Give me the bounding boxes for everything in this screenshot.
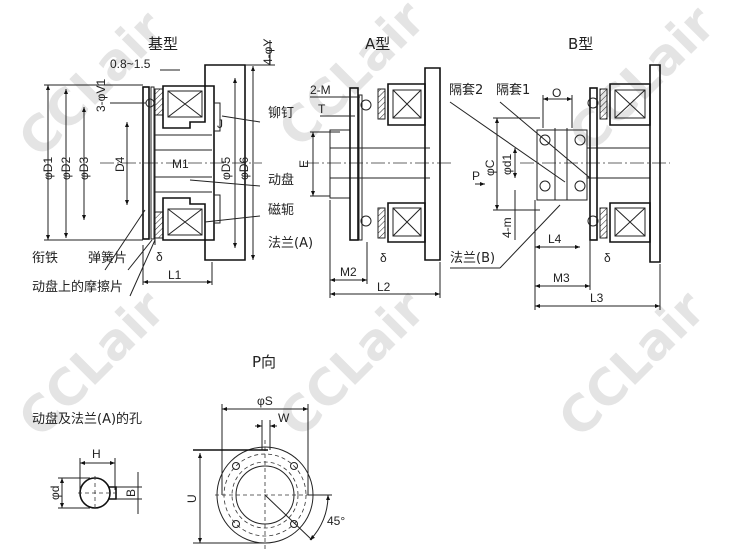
- l3-label: L3: [590, 291, 604, 305]
- l1-label: L1: [168, 268, 182, 282]
- friction-plate-label: 动盘上的摩擦片: [32, 279, 123, 295]
- armature-label: 衔铁: [32, 251, 58, 266]
- d1-label: φD1: [41, 157, 55, 180]
- watermark: CCLair: [267, 0, 436, 158]
- watermark: CCLair: [557, 0, 726, 163]
- basic-type-title: 基型: [148, 35, 178, 53]
- type-b-view: [449, 64, 670, 310]
- bolt-y-label: 4-φY: [261, 39, 275, 65]
- p-view-title: P向: [252, 353, 276, 371]
- watermark: CCLair: [267, 279, 436, 448]
- type-b-title: B型: [568, 35, 593, 53]
- spacer2-label: 隔套2: [449, 82, 483, 98]
- four-m-label: 4-m: [500, 217, 514, 238]
- rivet-label: 铆钉: [268, 106, 294, 121]
- d6-label: φD6: [237, 157, 251, 180]
- p-view: [193, 404, 332, 550]
- spring-plate-label: 弹簧片: [88, 250, 127, 266]
- s-label: φS: [257, 394, 273, 408]
- angle-label: 45°: [327, 514, 345, 528]
- o-label: O: [552, 86, 561, 100]
- d4-label: D4: [113, 156, 127, 172]
- watermark: CCLair: [547, 279, 716, 448]
- u-label: U: [185, 494, 199, 503]
- type-a-title: A型: [365, 35, 390, 53]
- flange-a-label: 法兰(A): [268, 236, 313, 251]
- hole-detail-view: [58, 458, 142, 514]
- bolt-v1-label: 3-φV1: [94, 79, 108, 112]
- hole-detail-title: 动盘及法兰(A)的孔: [32, 411, 142, 427]
- basic-type-view: [44, 40, 275, 297]
- a-delta-label: δ: [380, 251, 387, 265]
- two-m-label: 2-M: [310, 83, 331, 97]
- flange-b-label: 法兰(B): [450, 251, 495, 266]
- d3-label: φD3: [77, 157, 91, 180]
- d-label: φd: [48, 486, 62, 500]
- l2-label: L2: [377, 280, 391, 294]
- w-label: W: [278, 411, 290, 425]
- m3-label: M3: [553, 271, 570, 285]
- e-label: E: [297, 160, 311, 168]
- gap-label: 0.8~1.5: [110, 57, 151, 71]
- b-delta-label: δ: [604, 251, 611, 265]
- m1-label: M1: [172, 157, 189, 171]
- d2-label: φD2: [59, 157, 73, 180]
- moving-disc-label: 动盘: [268, 172, 294, 188]
- t-label: T: [318, 102, 326, 116]
- d5-label: φD5: [219, 157, 233, 180]
- yoke-label: 磁轭: [268, 202, 294, 218]
- delta-label: δ: [156, 250, 163, 264]
- m2-label: M2: [340, 265, 357, 279]
- l4-label: L4: [548, 232, 562, 246]
- c-label: φC: [483, 159, 497, 176]
- b-label: B: [124, 489, 138, 497]
- h-label: H: [92, 447, 101, 461]
- type-a-view: [305, 67, 452, 298]
- p-label: P: [472, 169, 480, 183]
- b-d1-label: φd1: [500, 154, 514, 175]
- spacer1-label: 隔套1: [496, 82, 530, 98]
- j-label: J: [217, 117, 223, 131]
